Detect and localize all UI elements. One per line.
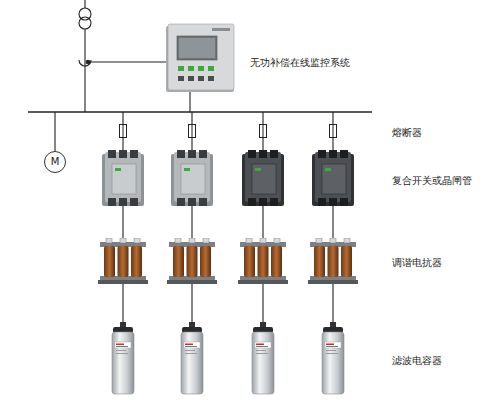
controller-unit — [166, 24, 234, 112]
motor-letter: M — [51, 157, 60, 167]
busbar — [28, 111, 372, 113]
system-label: 无功补偿在线监控系统 — [250, 56, 350, 70]
current-transformer — [79, 60, 166, 66]
reactor-modules — [98, 238, 358, 284]
motor-symbol: M — [44, 151, 66, 173]
part-name: 滤波电容器 — [392, 354, 442, 368]
transformer-symbol — [79, 0, 91, 112]
part-name: 熔断器 — [392, 126, 422, 140]
part-name: 调谐电抗器 — [392, 256, 442, 270]
branch-wires — [123, 112, 333, 330]
motor-feeder — [54, 112, 55, 151]
part-name: 复合开关或晶闸管 — [392, 174, 472, 188]
fuse-symbols — [120, 124, 337, 138]
switch-modules — [102, 150, 354, 206]
capacitor-units — [112, 322, 344, 394]
